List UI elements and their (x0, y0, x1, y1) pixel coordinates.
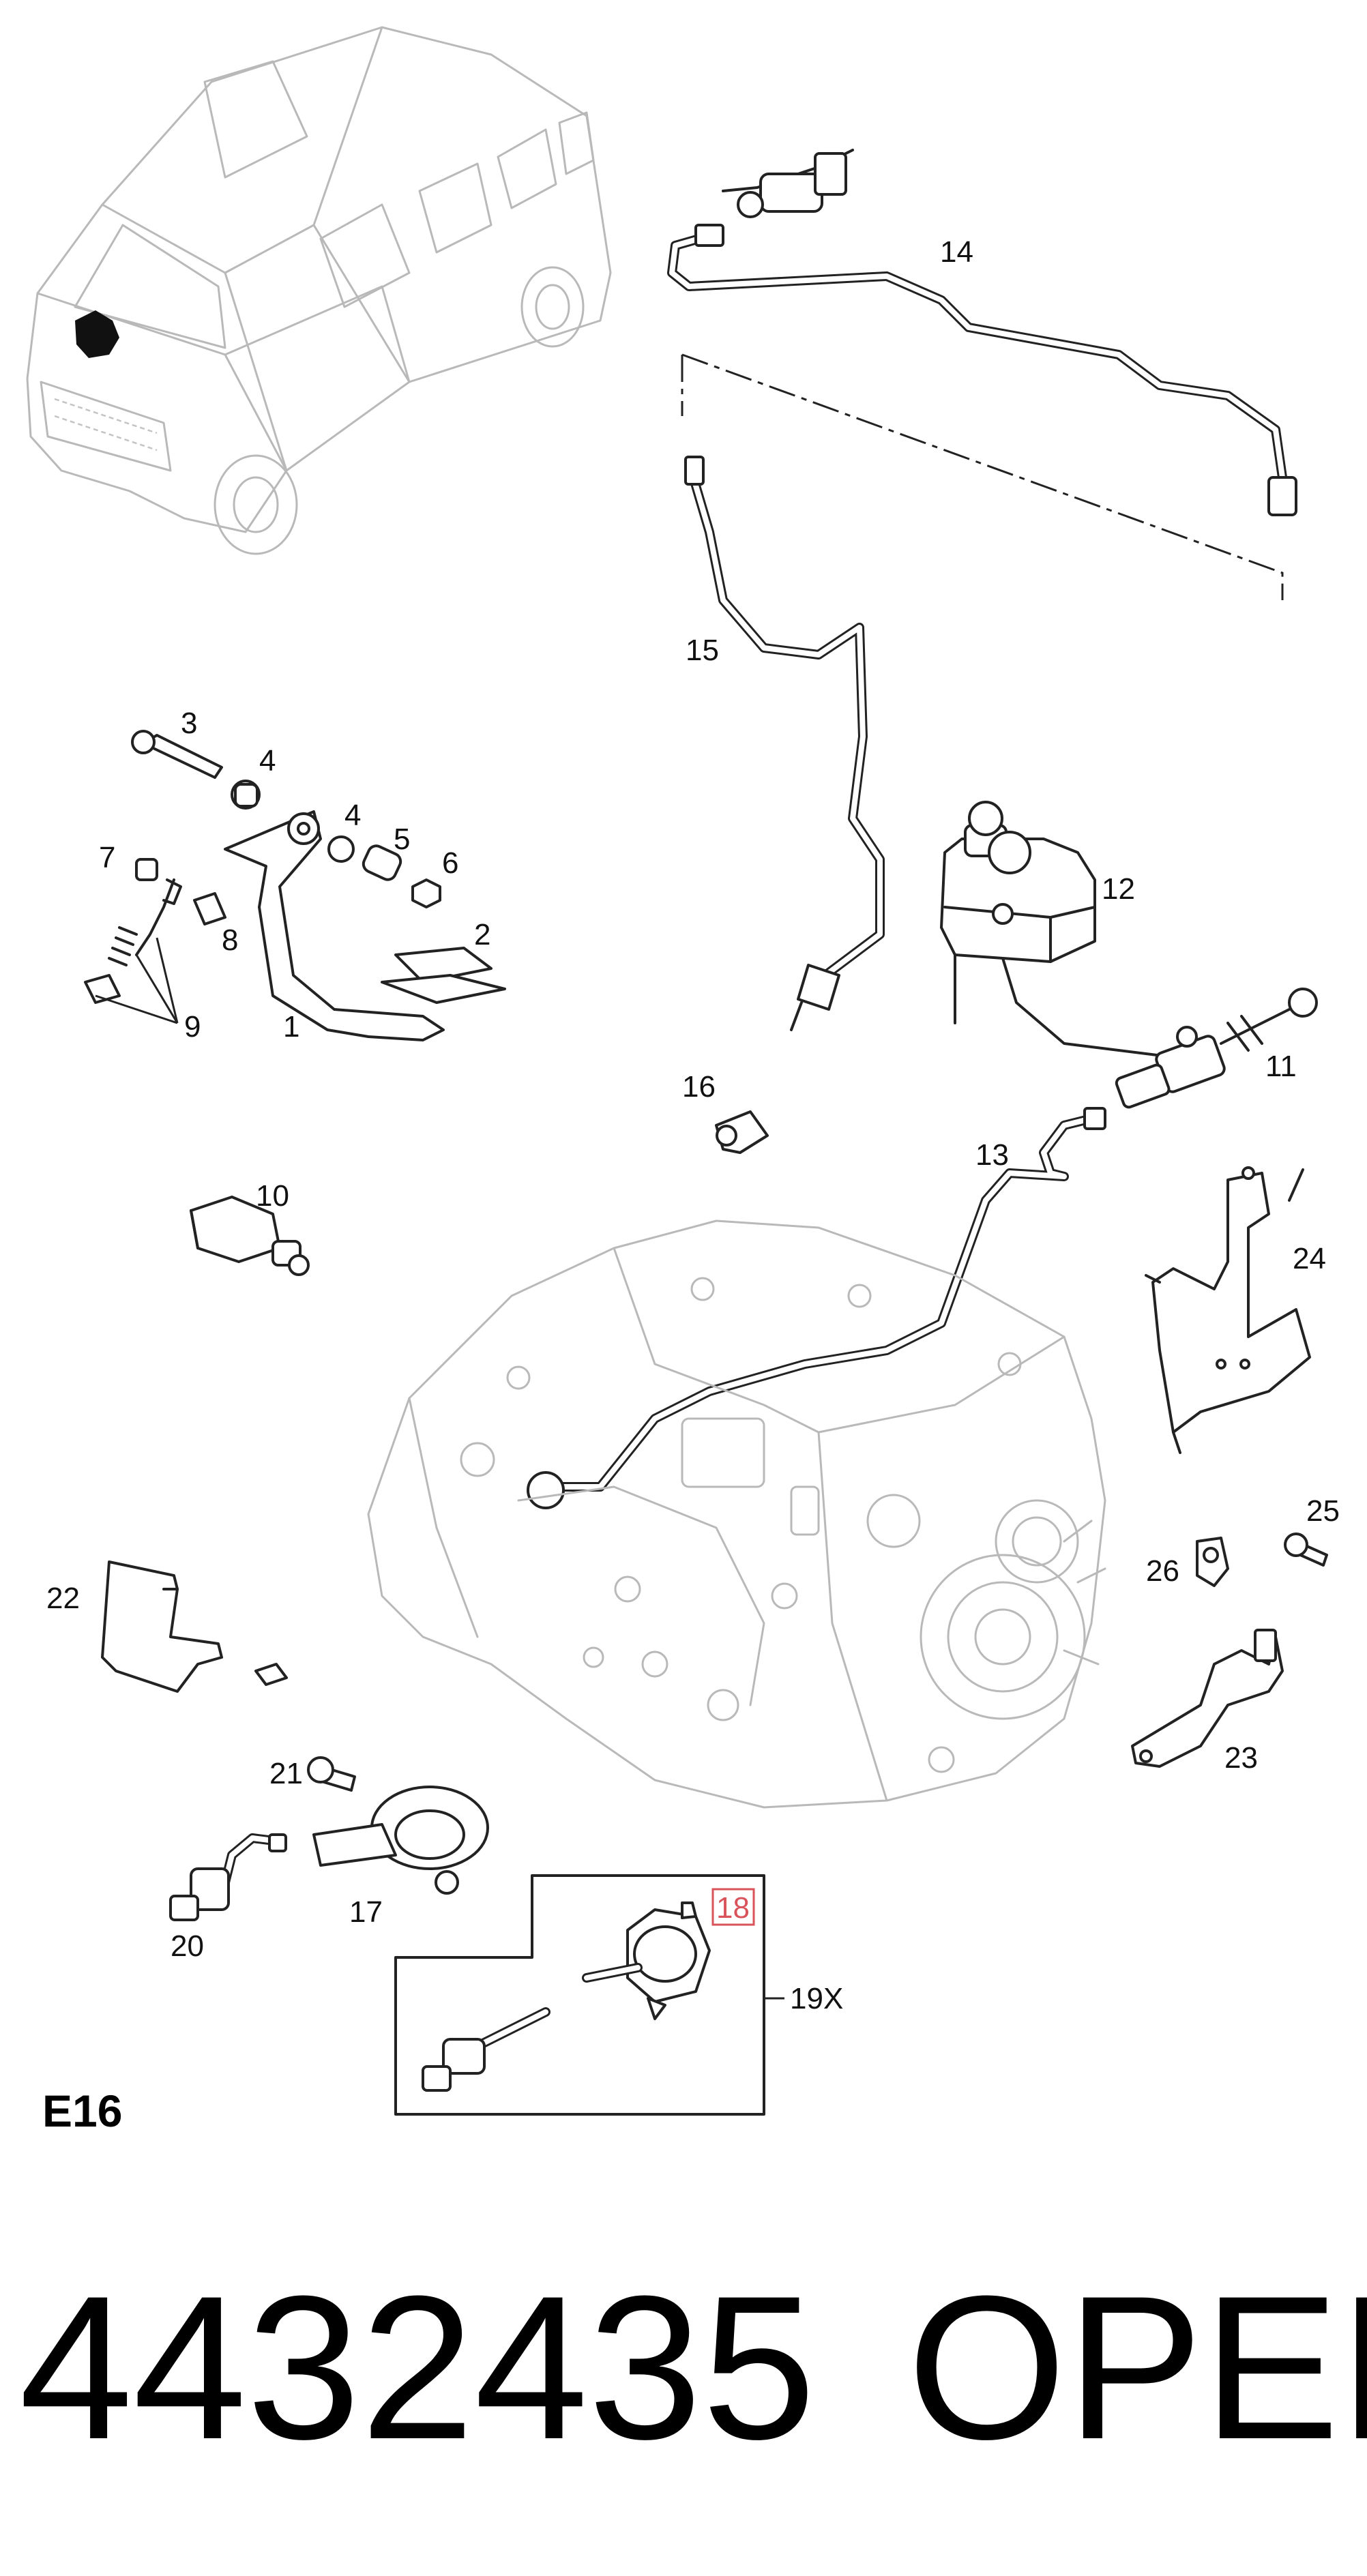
bracket-23 (1131, 1629, 1284, 1768)
callout-16: 16 (682, 1070, 716, 1104)
brand-name: OPEL (907, 2253, 1367, 2482)
callout-5: 5 (394, 823, 410, 856)
pedal-location-marker (75, 310, 119, 358)
callout-7: 7 (99, 841, 115, 874)
clutch-switch (190, 1196, 310, 1276)
callout-20: 20 (171, 1929, 204, 1963)
callout-9: 9 (184, 1010, 201, 1043)
callout-4: 4 (259, 744, 276, 778)
callout-18-highlight-box (711, 1888, 755, 1926)
callout-15: 15 (686, 634, 719, 667)
callout-19x: 19X (790, 1982, 843, 2015)
clutch-pedal-assembly (84, 730, 506, 1041)
reference-line (681, 353, 1284, 600)
callout-17: 17 (349, 1895, 383, 1929)
callout-23: 23 (1224, 1741, 1258, 1775)
callout-4: 4 (344, 799, 361, 832)
callout-10: 10 (256, 1179, 289, 1213)
callout-14: 14 (940, 235, 973, 269)
bolt-21 (307, 1756, 356, 1792)
bolt-25 (1284, 1533, 1328, 1567)
van-illustration (26, 26, 612, 555)
bleeder-20 (169, 1833, 287, 1921)
transmission-housing (367, 1219, 1106, 1809)
callout-8: 8 (222, 923, 238, 957)
clutch-pipe-15 (684, 456, 885, 1031)
clutch-pipe-14 (667, 224, 1297, 516)
bracket-24 (1145, 1166, 1311, 1454)
callout-25: 25 (1306, 1494, 1340, 1528)
callout-24: 24 (1293, 1242, 1326, 1275)
slave-cylinder-17 (312, 1786, 489, 1895)
pipe-clip (715, 1110, 769, 1154)
callout-labels: 3 4 4 5 6 7 8 2 9 1 14 15 12 11 16 13 10… (46, 235, 1340, 2015)
callout-26: 26 (1146, 1554, 1179, 1588)
callout-22: 22 (46, 1582, 80, 1615)
clip-26 (1196, 1537, 1229, 1587)
clutch-pipe-13 (527, 1107, 1106, 1509)
callout-12: 12 (1102, 872, 1135, 906)
fluid-reservoir (940, 801, 1175, 1058)
section-code: E16 (42, 2086, 122, 2136)
heat-shield-22 (101, 1560, 288, 1693)
master-cylinder (1115, 988, 1318, 1109)
callout-13: 13 (975, 1138, 1009, 1172)
callout-21: 21 (269, 1757, 303, 1790)
callout-6: 6 (442, 846, 458, 880)
callout-11: 11 (1265, 1050, 1297, 1083)
callout-2: 2 (474, 918, 490, 951)
callout-1: 1 (283, 1010, 299, 1043)
callout-3: 3 (181, 707, 197, 740)
part-number: 4432435 (19, 2253, 816, 2482)
kit-19x-box (394, 1874, 784, 2116)
callout-18: 18 (716, 1891, 750, 1925)
pressure-switch (722, 149, 854, 218)
